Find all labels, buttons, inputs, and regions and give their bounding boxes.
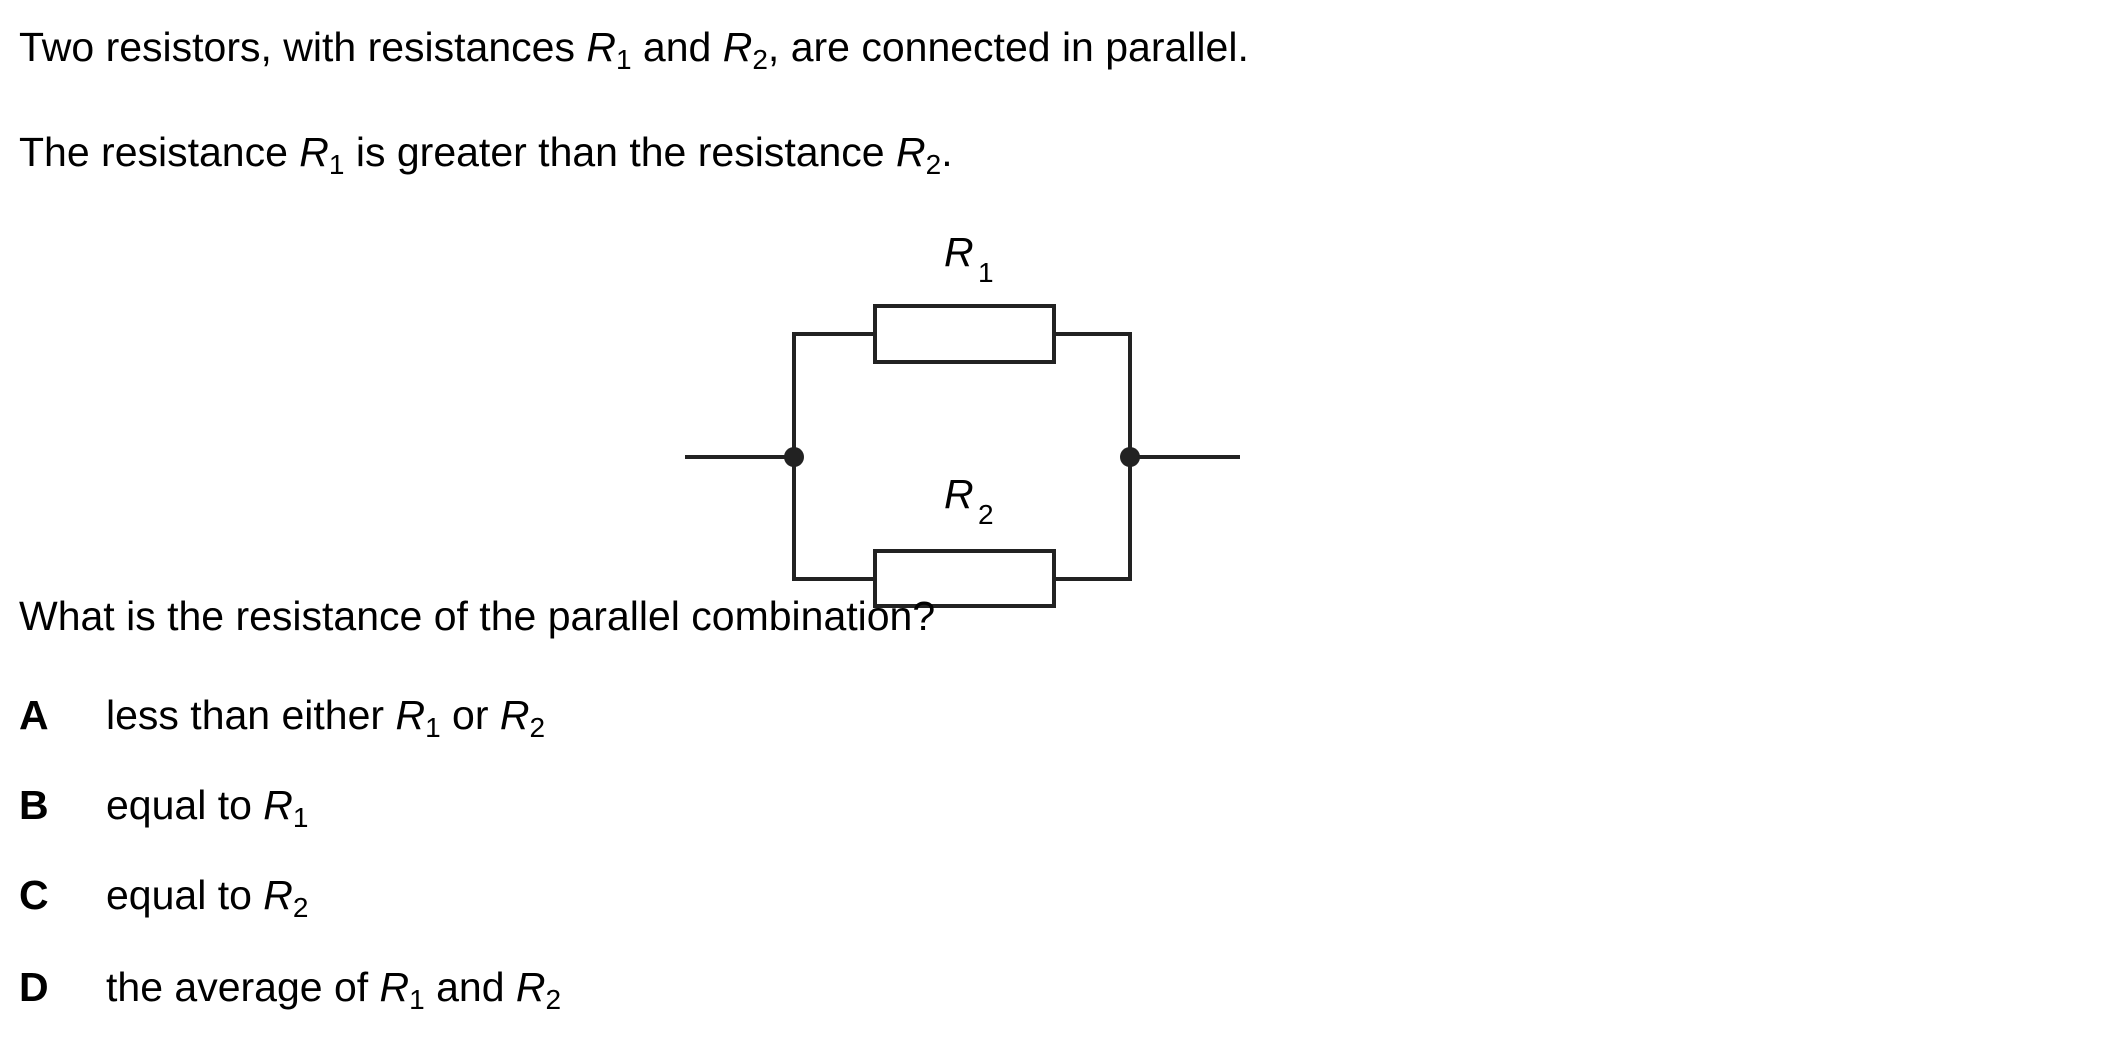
r2-label: R bbox=[944, 471, 974, 517]
resistor-r1 bbox=[873, 304, 1056, 364]
subscript: 1 bbox=[615, 44, 632, 75]
option-letter: B bbox=[19, 782, 49, 828]
option-letter: A bbox=[19, 692, 49, 738]
r2-subscript: 2 bbox=[978, 499, 994, 530]
option-text: equal to R2 bbox=[106, 872, 309, 923]
stem-line-2: The resistance R1 is greater than the re… bbox=[19, 129, 953, 179]
option-text: less than either R1 or R2 bbox=[106, 692, 546, 743]
right-branch-wire bbox=[1054, 332, 1132, 581]
text: , are connected in parallel. bbox=[767, 24, 1249, 70]
question-text: What is the resistance of the parallel c… bbox=[19, 593, 936, 639]
text: The resistance bbox=[19, 129, 300, 175]
junction-right bbox=[1120, 447, 1140, 467]
symbol-r: R bbox=[722, 24, 753, 70]
text: and bbox=[631, 24, 723, 70]
option-text: equal to R1 bbox=[106, 782, 309, 833]
resistor-r2 bbox=[873, 549, 1056, 608]
option-letter: C bbox=[19, 872, 49, 918]
r1-subscript: 1 bbox=[978, 257, 994, 288]
r1-label: R bbox=[944, 229, 974, 275]
symbol-r: R bbox=[299, 129, 329, 175]
subscript: 2 bbox=[925, 149, 942, 180]
symbol-r: R bbox=[586, 24, 616, 70]
subscript: 1 bbox=[328, 149, 345, 180]
symbol-r: R bbox=[896, 129, 926, 175]
stem-line-1: Two resistors, with resistances R1 and R… bbox=[19, 24, 1249, 74]
junction-left bbox=[784, 447, 804, 467]
option-text: the average of R1 and R2 bbox=[106, 964, 562, 1015]
option-letter: D bbox=[19, 964, 49, 1010]
text: is greater than the resistance bbox=[344, 129, 897, 175]
subscript: 2 bbox=[752, 44, 768, 75]
text: Two resistors, with resistances bbox=[19, 24, 587, 70]
left-branch-wire bbox=[792, 332, 875, 581]
text: . bbox=[941, 129, 953, 175]
